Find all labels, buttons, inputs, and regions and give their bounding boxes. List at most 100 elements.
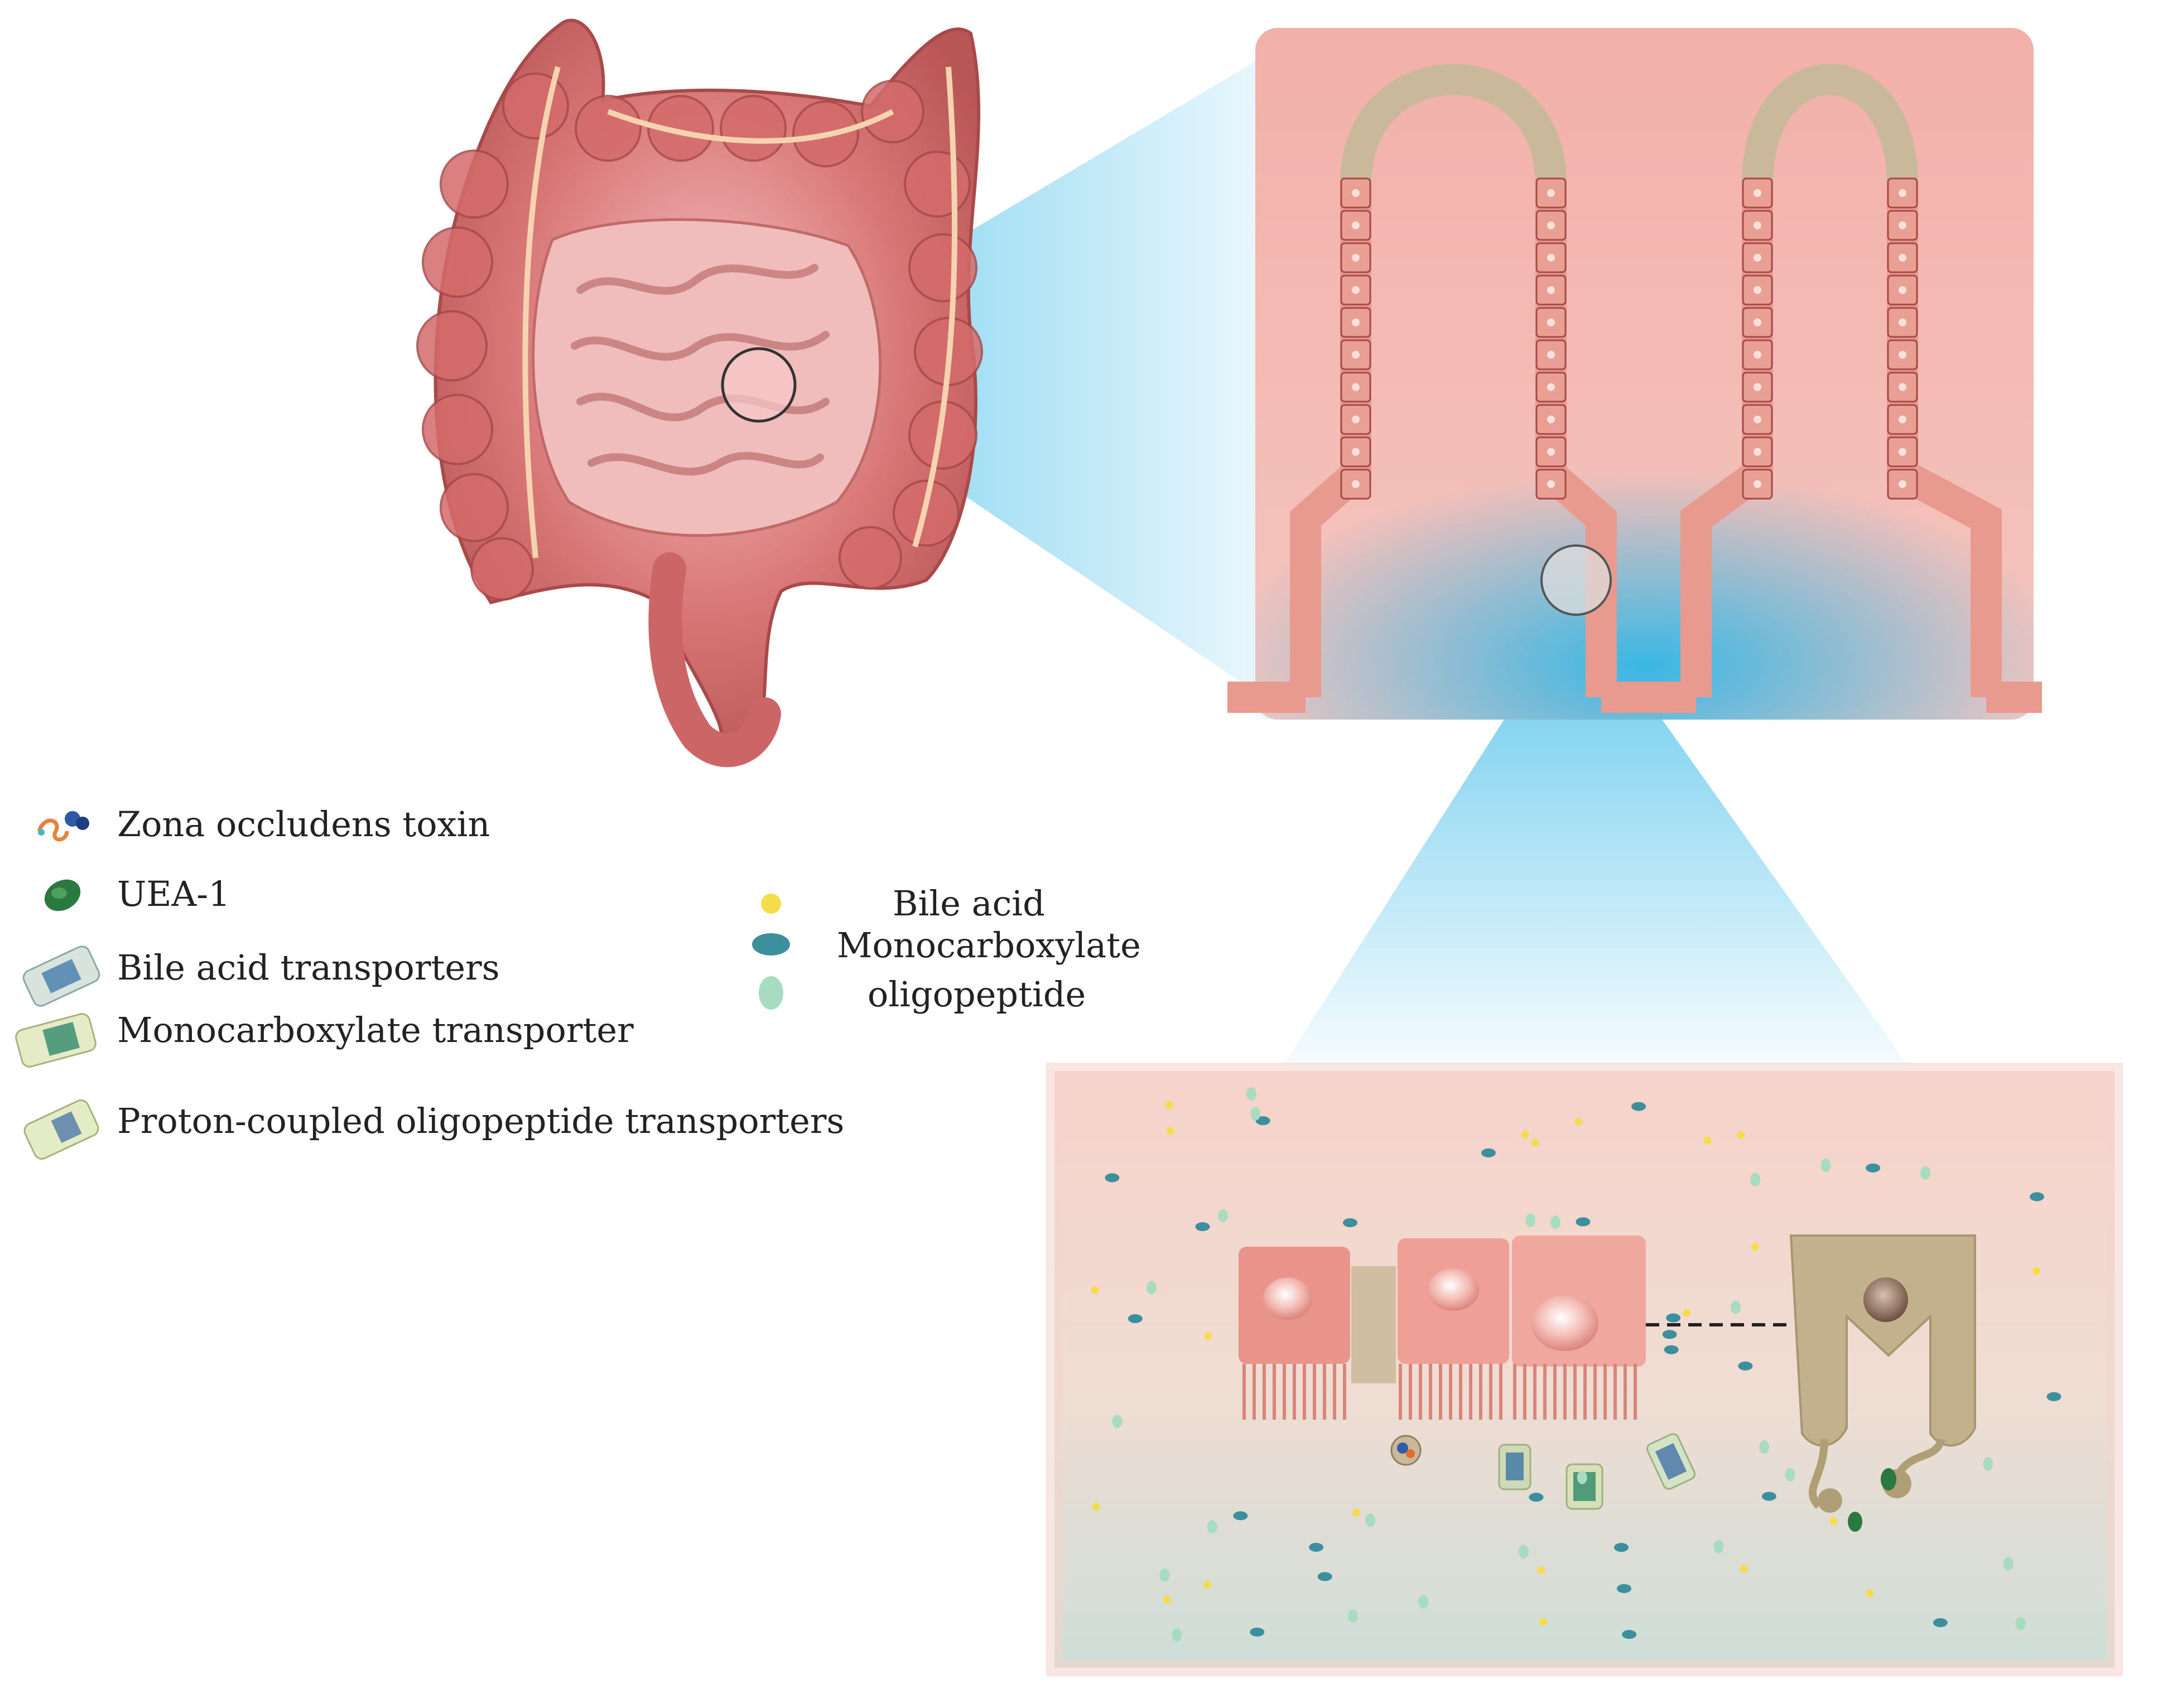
villi-panel — [1227, 28, 2042, 720]
monocarboxylate-molecule — [1529, 1493, 1544, 1502]
cell-nucleus — [1899, 383, 1906, 391]
bile-acid-molecule — [1165, 1101, 1173, 1109]
cell-nucleus — [1352, 416, 1360, 423]
legend-label-uea1: UEA-1 — [117, 874, 230, 914]
monocarboxylate-molecule — [1233, 1511, 1248, 1521]
cell-nucleus — [1352, 383, 1360, 391]
monocarboxylate-molecule — [1343, 1218, 1357, 1227]
monocarboxylate-molecule — [1614, 1543, 1629, 1552]
oligopeptide-molecule — [1550, 1215, 1560, 1229]
cell-nucleus — [1352, 189, 1360, 197]
oligopeptide-molecule — [1418, 1595, 1429, 1609]
cell-nucleus — [1352, 351, 1360, 359]
monocarboxylate-molecule — [1622, 1630, 1637, 1639]
cell-nucleus — [1754, 189, 1761, 197]
intestine-zoom-circle — [721, 347, 797, 423]
monocarboxylate-molecule — [1666, 1313, 1681, 1323]
cell-nucleus — [1352, 286, 1360, 294]
zoom-beam-upper — [759, 61, 1255, 692]
oligopeptide-molecule — [1750, 1173, 1761, 1186]
monocarboxylate-molecule — [1195, 1222, 1210, 1232]
bile-acid-molecule — [1091, 1286, 1099, 1294]
monocarboxylate-molecule — [1738, 1361, 1753, 1371]
monocarboxylate-molecule — [1250, 1627, 1265, 1637]
bile-acid-molecule — [1204, 1332, 1212, 1340]
monocarboxylate-dot — [752, 933, 790, 956]
oligopeptide-molecule — [1159, 1568, 1170, 1582]
enterocyte-2 — [1398, 1238, 1509, 1364]
oligopeptide-molecule — [1759, 1440, 1770, 1454]
bile-acid-transporter-icon — [22, 945, 100, 1007]
cell-nucleus — [1352, 448, 1360, 456]
cell-nucleus — [1547, 448, 1555, 456]
enterocyte-3 — [1512, 1236, 1646, 1367]
cell-nucleus — [1754, 383, 1761, 391]
cell-nucleus — [1547, 351, 1555, 359]
legend-molecule-dots — [752, 894, 790, 1010]
goblet-cell — [1789, 1234, 1976, 1513]
cell-nucleus — [1547, 319, 1555, 326]
cell-nucleus — [1547, 221, 1555, 229]
cell-nucleus — [1899, 416, 1906, 423]
bile-acid-molecule — [1737, 1131, 1745, 1140]
bile-acid-molecule — [1703, 1136, 1712, 1145]
cell-nucleus — [1754, 416, 1761, 423]
monocarboxylate-molecule — [2030, 1192, 2045, 1202]
cell-nucleus — [1547, 416, 1555, 423]
bile-acid-molecule — [1574, 1118, 1583, 1126]
villus-zoom-circle — [1540, 544, 1612, 616]
cell-nucleus — [1547, 480, 1555, 488]
cell-nucleus — [1899, 189, 1906, 197]
bile-acid-molecule — [1092, 1503, 1100, 1511]
bile-acid-molecule — [1751, 1243, 1759, 1251]
cell-nucleus — [1899, 480, 1906, 488]
monocarboxylate-transporter-icon — [15, 1013, 97, 1068]
bile-acid-dot — [761, 894, 781, 914]
cell-nucleus — [1352, 221, 1360, 229]
bile-acid-molecule — [1539, 1618, 1547, 1626]
cell-nucleus — [1547, 254, 1555, 262]
bile-acid-molecule — [1537, 1566, 1545, 1574]
cell-nucleus — [1899, 221, 1906, 229]
bile-acid-molecule — [1352, 1508, 1361, 1517]
cell-nucleus — [1899, 319, 1906, 326]
oligopeptide-molecule — [1365, 1513, 1376, 1527]
monocarboxylate-molecule — [1664, 1345, 1679, 1354]
oligopeptide-molecule — [1731, 1300, 1741, 1314]
monocarboxylate-molecule — [1128, 1314, 1143, 1323]
cell-nucleus — [1754, 286, 1761, 294]
bile-acid-molecule — [1866, 1589, 1874, 1598]
legend-label-monocarboxylate-transporter: Monocarboxylate transporter — [117, 1010, 634, 1050]
oligopeptide-molecule — [1519, 1545, 1529, 1559]
transporter-mono — [1565, 1463, 1603, 1510]
cell-nucleus — [1754, 319, 1761, 326]
oligopeptide-molecule — [1920, 1166, 1930, 1180]
oligopeptide-molecule — [1577, 1470, 1587, 1484]
monocarboxylate-molecule — [1631, 1102, 1646, 1111]
legend-left-icons — [15, 811, 100, 1160]
oligopeptide-molecule — [1525, 1213, 1536, 1227]
oligopeptide-dot — [759, 976, 783, 1010]
enterocyte-1 — [1239, 1247, 1350, 1364]
zoom-beam-lower — [1283, 602, 1908, 1065]
uea1-icon — [44, 879, 81, 911]
bile-acid-molecule — [1166, 1127, 1174, 1135]
cell-nucleus — [1754, 351, 1761, 359]
monocarboxylate-molecule — [1866, 1163, 1881, 1173]
oligopeptide-molecule — [1347, 1609, 1358, 1623]
legend-label-oligopeptide: oligopeptide — [868, 974, 1086, 1015]
zona-occludens-toxin-icon — [37, 811, 89, 842]
legend-label-monocarboxylate: Monocarboxylate — [837, 925, 1141, 966]
monocarboxylate-molecule — [1617, 1584, 1631, 1593]
cell-nucleus — [1754, 480, 1761, 488]
cell-detail-panel — [1046, 1063, 2123, 1676]
bile-acid-molecule — [1203, 1581, 1212, 1589]
bile-acid-molecule — [1521, 1130, 1529, 1138]
oligopeptide-molecule — [1713, 1540, 1724, 1553]
transporter-bile — [1498, 1444, 1531, 1490]
monocarboxylate-molecule — [2046, 1392, 2061, 1401]
monocarboxylate-molecule — [1761, 1492, 1776, 1501]
cell-nucleus — [1754, 448, 1761, 456]
